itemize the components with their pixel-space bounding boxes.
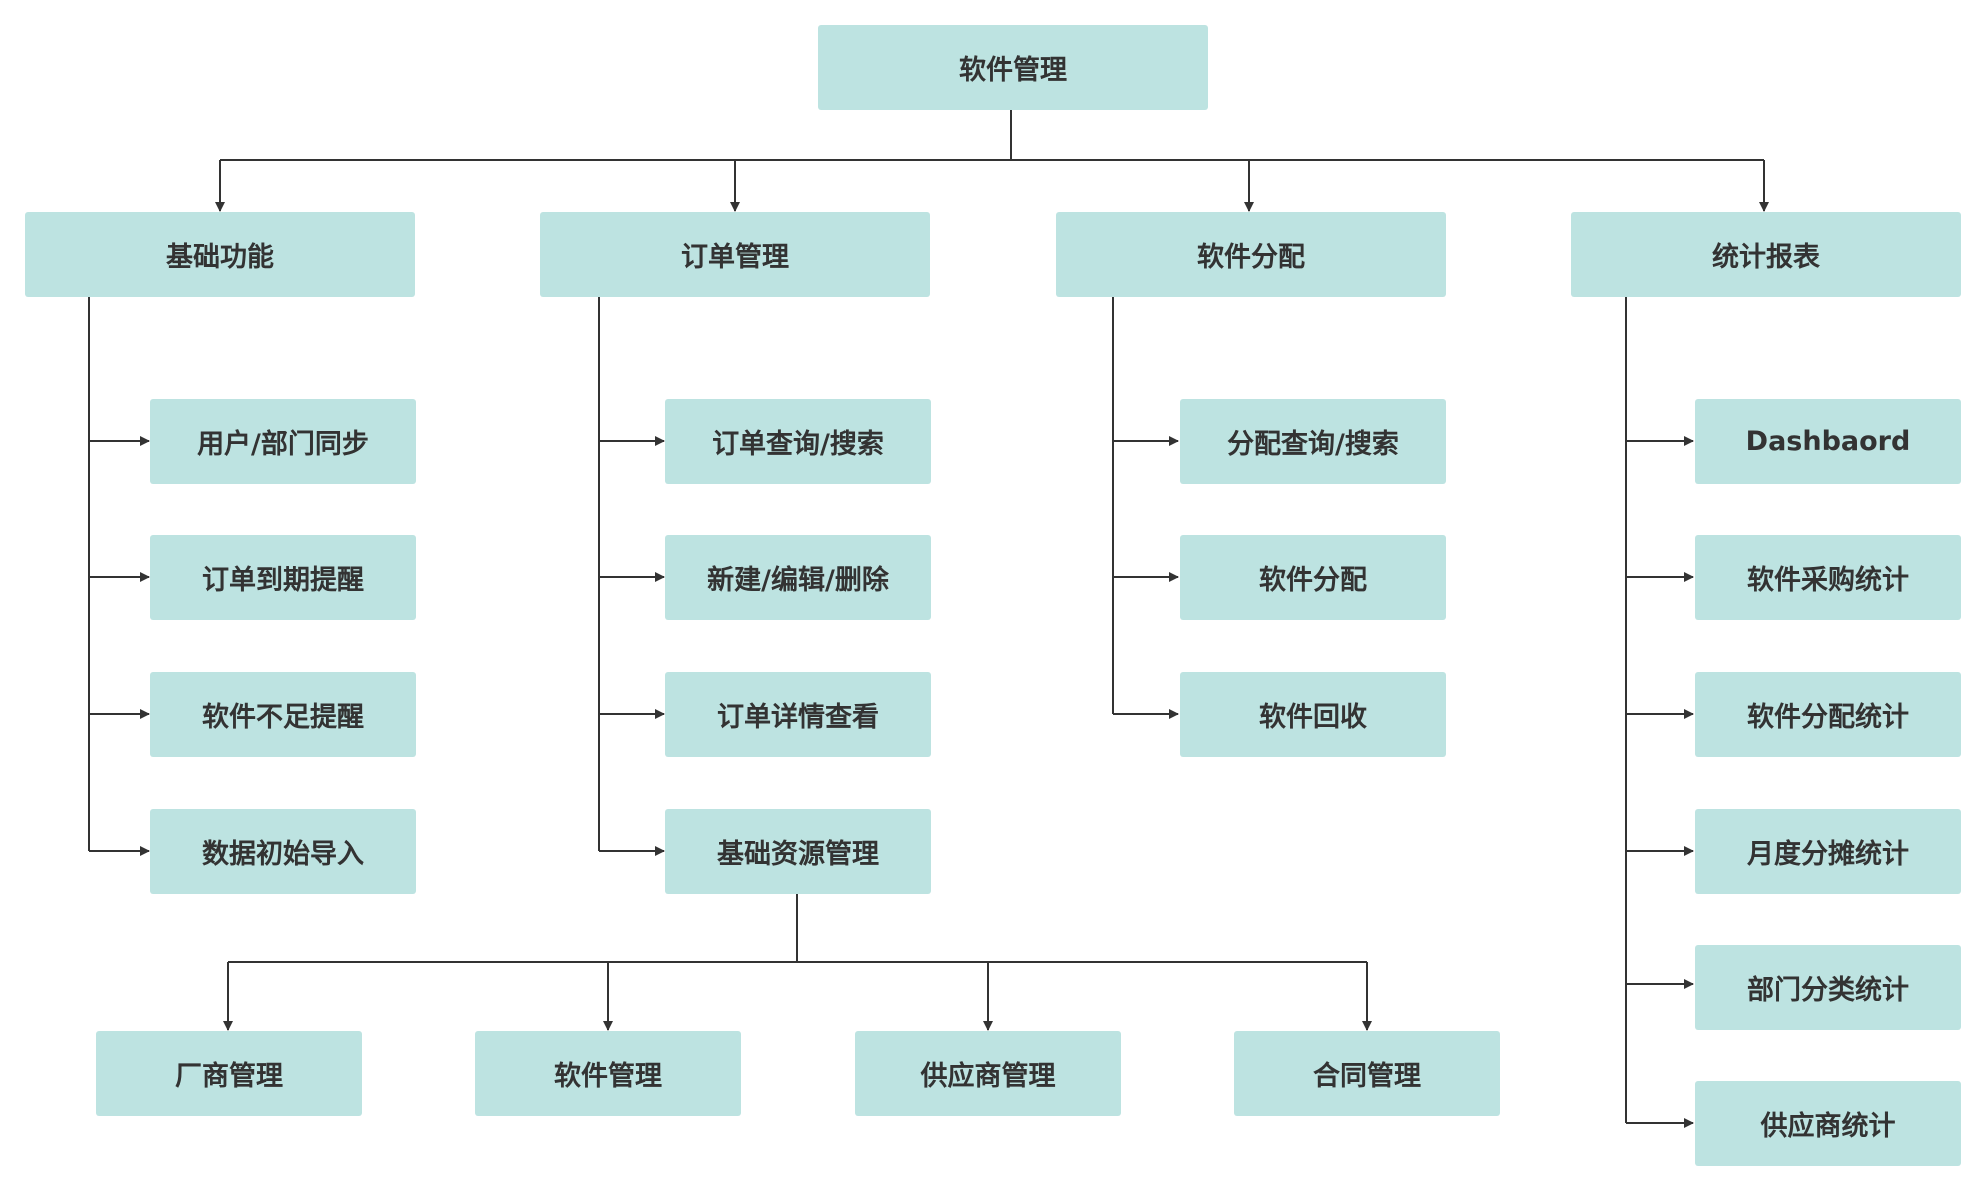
sub-node-software-management: 软件管理 — [475, 1031, 741, 1116]
child-node-software-allocation-stats: 软件分配统计 — [1695, 672, 1961, 757]
child-node-data-initial-import: 数据初始导入 — [150, 809, 416, 894]
branch-node-basic-functions: 基础功能 — [25, 212, 415, 297]
child-node-user-dept-sync: 用户/部门同步 — [150, 399, 416, 484]
child-node-order-detail-view: 订单详情查看 — [665, 672, 931, 757]
child-node-supplier-stats: 供应商统计 — [1695, 1081, 1961, 1166]
child-node-software-recycle: 软件回收 — [1180, 672, 1446, 757]
child-node-monthly-apportion-stats: 月度分摊统计 — [1695, 809, 1961, 894]
child-node-dept-category-stats: 部门分类统计 — [1695, 945, 1961, 1030]
branch-node-statistics-reports: 统计报表 — [1571, 212, 1961, 297]
child-node-software-allocation: 软件分配 — [1180, 535, 1446, 620]
child-node-order-query-search: 订单查询/搜索 — [665, 399, 931, 484]
root-node: 软件管理 — [818, 25, 1208, 110]
child-node-create-edit-delete: 新建/编辑/删除 — [665, 535, 931, 620]
child-node-software-shortage-reminder: 软件不足提醒 — [150, 672, 416, 757]
child-node-base-resource-management: 基础资源管理 — [665, 809, 931, 894]
child-node-dashboard: Dashbaord — [1695, 399, 1961, 484]
child-node-software-purchase-stats: 软件采购统计 — [1695, 535, 1961, 620]
branch-node-order-management: 订单管理 — [540, 212, 930, 297]
sub-node-supplier-management: 供应商管理 — [855, 1031, 1121, 1116]
sub-node-vendor-management: 厂商管理 — [96, 1031, 362, 1116]
branch-node-software-allocation: 软件分配 — [1056, 212, 1446, 297]
child-node-allocation-query-search: 分配查询/搜索 — [1180, 399, 1446, 484]
sub-node-contract-management: 合同管理 — [1234, 1031, 1500, 1116]
child-node-order-expiry-reminder: 订单到期提醒 — [150, 535, 416, 620]
